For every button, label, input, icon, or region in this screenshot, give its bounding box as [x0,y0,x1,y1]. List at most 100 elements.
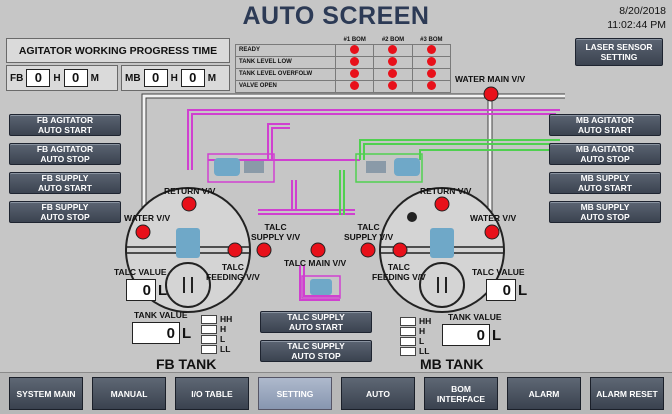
screen-title: AUTO SCREEN [242,2,430,30]
fb-agitator-auto-stop-button[interactable]: FB AGITATOR AUTO STOP [9,143,121,165]
level-label: HH [220,314,233,324]
nav-io-table-button[interactable]: I/O TABLE [175,377,249,410]
fb-progress-label: FB [10,72,24,84]
nav-alarm-button[interactable]: ALARM [507,377,581,410]
mb-talc-value: 0 [486,279,516,301]
fb-supply-auto-stop-button[interactable]: FB SUPPLY AUTO STOP [9,201,121,223]
return-valve-label-right: RETURN V/V [420,186,472,196]
talc-supply-auto-start-button[interactable]: TALC SUPPLY AUTO START [260,311,372,333]
mb-water-valve [484,224,500,240]
mb-tank-unit: L [492,327,502,344]
talc-pipe [187,109,560,301]
laser-sensor-setting-button[interactable]: LASER SENSOR SETTING [575,38,663,66]
level-label: H [220,324,227,334]
fb-hours-unit: H [53,72,61,84]
fb-tank-value-label: TANK VALUE [134,310,188,320]
fb-talc-feeding-valve [227,242,243,258]
fb-tank-unit: L [182,325,192,342]
talc-supply-auto-stop-button[interactable]: TALC SUPPLY AUTO STOP [260,340,372,362]
fb-minutes-unit: M [90,72,99,84]
level-box [201,315,217,324]
status-indicator [388,56,398,66]
date-text: 8/20/2018 [619,5,666,17]
fb-supply-auto-start-button[interactable]: FB SUPPLY AUTO START [9,172,121,194]
fb-talc-value: 0 [126,279,156,301]
fb-water-valve [135,224,151,240]
status-indicator [350,80,360,90]
talc-main-valve [310,242,326,258]
level-box [201,335,217,344]
status-indicator [388,44,398,54]
nav-auto-button[interactable]: AUTO [341,377,415,410]
mb-talc-feeding-valve [392,242,408,258]
mb-hours-value: 0 [143,69,168,87]
nav-bom-interface-button[interactable]: BOM INTERFACE [424,377,498,410]
mb-tank-name: MB TANK [420,356,484,372]
fb-agitator-auto-start-button[interactable]: FB AGITATOR AUTO START [9,114,121,136]
mb-hours-unit: H [170,72,178,84]
level-label: L [419,336,425,346]
fb-talc-value-label: TALC VALUE [114,267,167,277]
mb-supply-auto-start-button[interactable]: MB SUPPLY AUTO START [549,172,661,194]
status-indicator [388,68,398,78]
mb-progress-label: MB [125,72,141,84]
nav-alarm-reset-button[interactable]: ALARM RESET [590,377,664,410]
datetime: 8/20/2018 11:02:44 PM [607,4,666,32]
nav-system-main-button[interactable]: SYSTEM MAIN [9,377,83,410]
level-label: L [220,334,226,344]
level-label: HH [419,316,432,326]
level-box [400,347,416,356]
mb-level-indicator [400,317,416,356]
table-row: TANK LEVEL LOW [235,55,452,69]
level-box [400,337,416,346]
mb-agitator-auto-stop-button[interactable]: MB AGITATOR AUTO STOP [549,143,661,165]
level-label: LL [419,346,430,356]
mb-talc-value-label: TALC VALUE [472,267,525,277]
bom-column-header: #2 BOM [381,36,405,43]
fb-talc-unit: L [158,282,168,299]
water-valve-label-left: WATER V/V [124,213,171,223]
level-box [201,345,217,354]
mb-supply-auto-stop-button[interactable]: MB SUPPLY AUTO STOP [549,201,661,223]
nav-setting-button[interactable]: SETTING [258,377,332,410]
status-indicator [426,44,436,54]
table-row: VALVE OPEN [235,79,452,93]
talc-supply-label-left: TALC SUPPLY V/V [251,222,301,242]
talc-feeding-label-right: TALC FEEDING V/V [372,262,426,282]
status-indicator [388,80,398,90]
talc-supply-label-right: TALC SUPPLY V/V [344,222,394,242]
status-indicator [426,56,436,66]
fb-talc-supply-valve [256,242,272,258]
bom-column-header: #1 BOM [343,36,366,43]
status-indicator [426,80,436,90]
level-label: H [419,326,426,336]
nav-manual-button[interactable]: MANUAL [92,377,166,410]
level-box [201,325,217,334]
level-box [400,327,416,336]
mb-minutes-unit: M [207,72,217,84]
fb-hours-value: 0 [26,69,51,87]
water-main-label: WATER MAIN V/V [455,74,526,84]
return-valve-label-left: RETURN V/V [164,186,216,196]
fb-level-labels: HH H L LL [220,314,232,354]
mb-return-valve [434,196,450,212]
fb-level-indicator [201,315,217,354]
mb-tank-graphic [379,187,505,313]
level-label: LL [220,344,231,354]
status-indicator [426,68,436,78]
fb-progress-box: FB 0 H 0 M [6,65,118,91]
mb-agitator-auto-start-button[interactable]: MB AGITATOR AUTO START [549,114,661,136]
fb-minutes-value: 0 [63,69,88,87]
level-box [400,317,416,326]
status-indicator [350,56,360,66]
water-main-valve [483,86,499,102]
fb-tank-name: FB TANK [156,356,217,372]
mb-talc-unit: L [518,282,528,299]
mb-minutes-value: 0 [180,69,205,87]
mb-talc-supply-valve [360,242,376,258]
pump-skid [207,153,423,299]
bom-column-header: #3 BOM [420,36,443,43]
talc-feeding-label-left: TALC FEEDING V/V [206,262,260,282]
fb-tank-value: 0 [132,322,180,344]
